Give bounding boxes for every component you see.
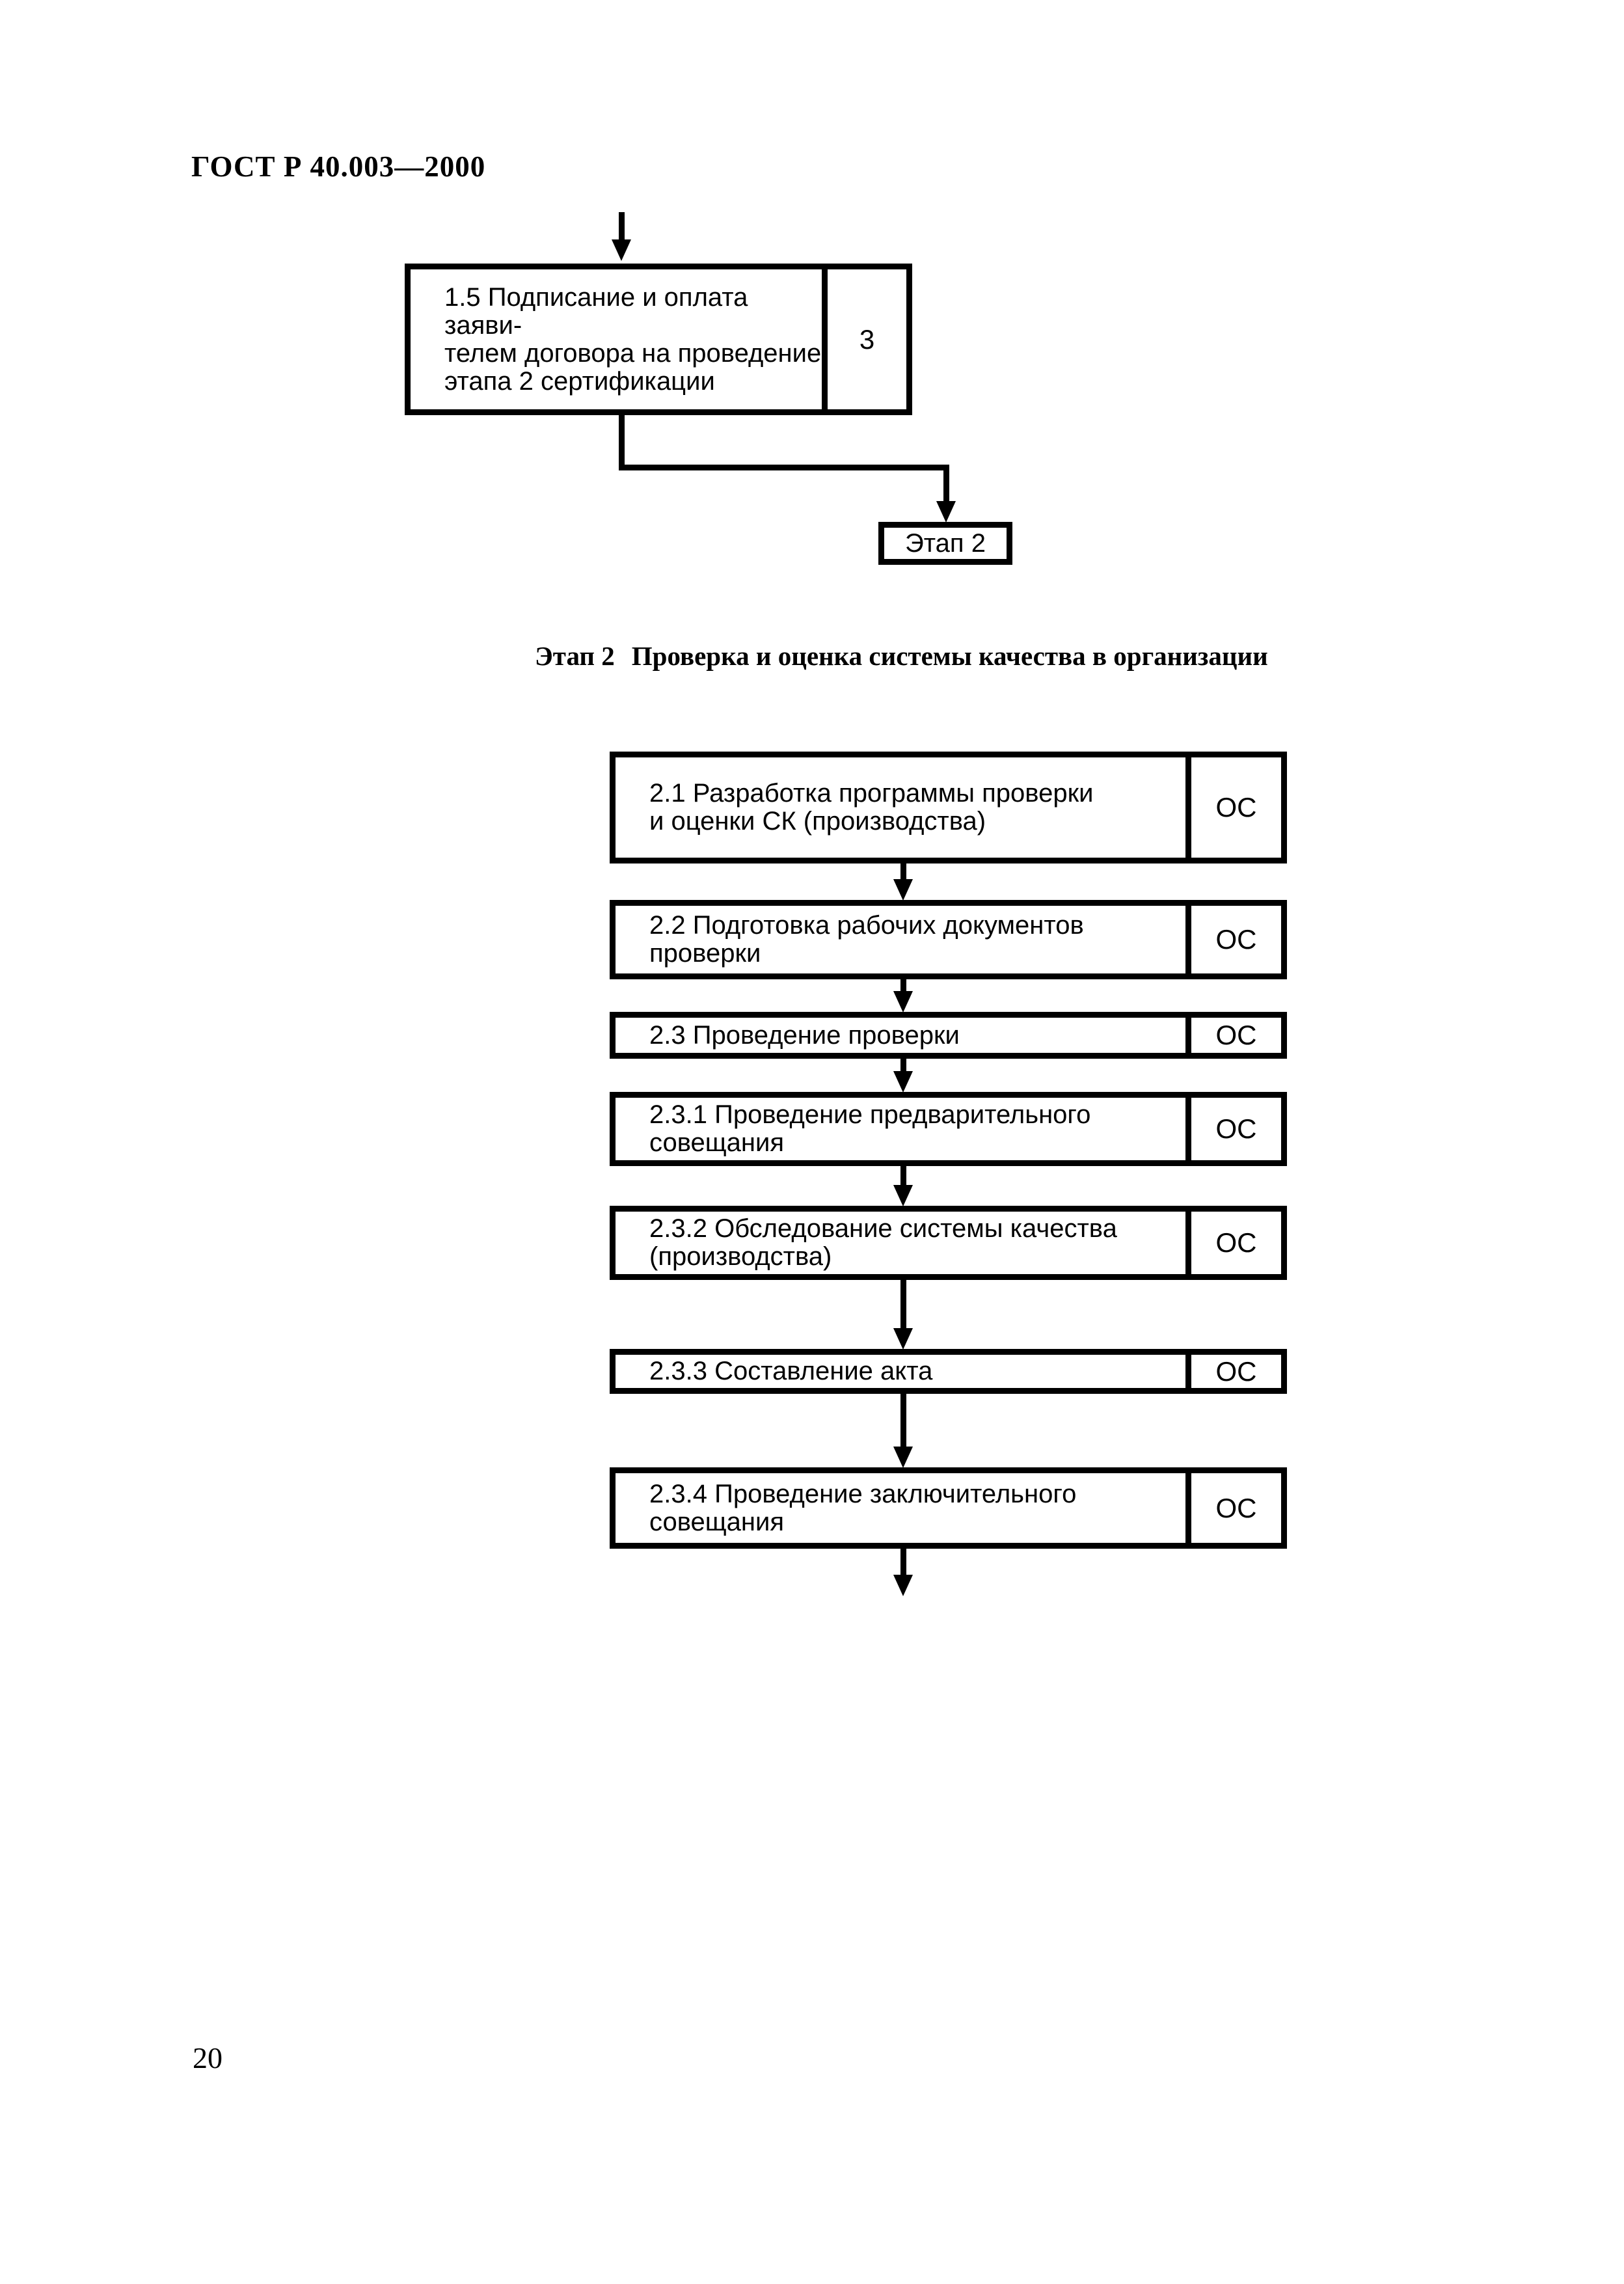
arrow-head-2-2-to-2-3 [893,991,913,1013]
arrow-line-into-box-1-5 [619,212,625,241]
process-box-2-3-executor-code: ОС [1185,1018,1281,1053]
arrow-line-2-3-3-to-2-3-4 [900,1394,906,1448]
arrow-head-into-box-1-5 [612,239,631,261]
process-box-1-5-executor-code: 3 [822,269,906,409]
figure-caption-stage: Этап 2 [535,641,615,671]
arrow-head-2-3-1-to-2-3-2 [893,1185,913,1206]
process-box-2-3-3-label: 2.3.3 Составление акта [649,1357,933,1385]
process-box-2-3-4: 2.3.4 Проведение заключительного совещан… [610,1467,1287,1549]
process-box-2-1-label: 2.1 Разработка программы проверки и оцен… [649,779,1094,836]
stage-2-reference-box: Этап 2 [878,522,1012,565]
arrow-head-2-3-3-to-2-3-4 [893,1447,913,1468]
process-box-2-2-executor-code: ОС [1185,906,1281,973]
process-box-2-3-3: 2.3.3 Составление акта ОС [610,1349,1287,1394]
process-box-2-2-label: 2.2 Подготовка рабочих документов провер… [649,911,1084,968]
process-box-2-3-3-executor-code: ОС [1185,1355,1281,1388]
process-box-2-3-2-executor-code: ОС [1185,1212,1281,1274]
figure-caption: Этап 2 Проверка и оценка системы качества… [535,640,1268,672]
arrow-line-2-3-1-to-2-3-2 [900,1166,906,1186]
process-box-1-5: 1.5 Подписание и оплата заяви- телем дог… [405,264,912,415]
arrow-head-2-1-to-2-2 [893,879,913,901]
process-box-2-3-2-label: 2.3.2 Обследование системы качества (про… [649,1214,1117,1271]
process-box-2-3-1: 2.3.1 Проведение предварительного совеща… [610,1092,1287,1166]
arrow-head-into-stage-2-box [936,501,956,523]
process-box-2-1-executor-code: ОС [1185,757,1281,858]
page-number: 20 [193,2041,223,2074]
connector-segment-down-2 [943,465,949,502]
arrow-line-2-2-to-2-3 [900,979,906,992]
process-box-2-3-1-label: 2.3.1 Проведение предварительного совеща… [649,1100,1091,1157]
process-box-2-3: 2.3 Проведение проверки ОС [610,1012,1287,1059]
process-box-2-3-label: 2.3 Проведение проверки [649,1020,960,1050]
connector-segment-right [619,465,949,470]
process-box-2-3-4-executor-code: ОС [1185,1473,1281,1543]
process-box-2-3-1-executor-code: ОС [1185,1098,1281,1160]
process-box-1-5-label: 1.5 Подписание и оплата заяви- телем дог… [444,282,822,396]
connector-segment-down [619,414,625,470]
process-box-2-1: 2.1 Разработка программы проверки и оцен… [610,752,1287,863]
figure-caption-title: Проверка и оценка системы качества в орг… [631,641,1268,671]
arrow-head-flow-continues [893,1575,913,1596]
process-box-2-3-2: 2.3.2 Обследование системы качества (про… [610,1206,1287,1280]
arrow-line-2-3-to-2-3-1 [900,1059,906,1072]
arrow-head-2-3-2-to-2-3-3 [893,1328,913,1350]
arrow-line-2-3-2-to-2-3-3 [900,1280,906,1329]
arrow-line-2-1-to-2-2 [900,863,906,880]
arrow-head-2-3-to-2-3-1 [893,1071,913,1093]
arrow-line-flow-continues [900,1549,906,1576]
process-box-2-3-4-label: 2.3.4 Проведение заключительного совещан… [649,1479,1077,1536]
gost-standard-header: ГОСТ Р 40.003—2000 [191,150,486,183]
process-box-2-2: 2.2 Подготовка рабочих документов провер… [610,900,1287,979]
